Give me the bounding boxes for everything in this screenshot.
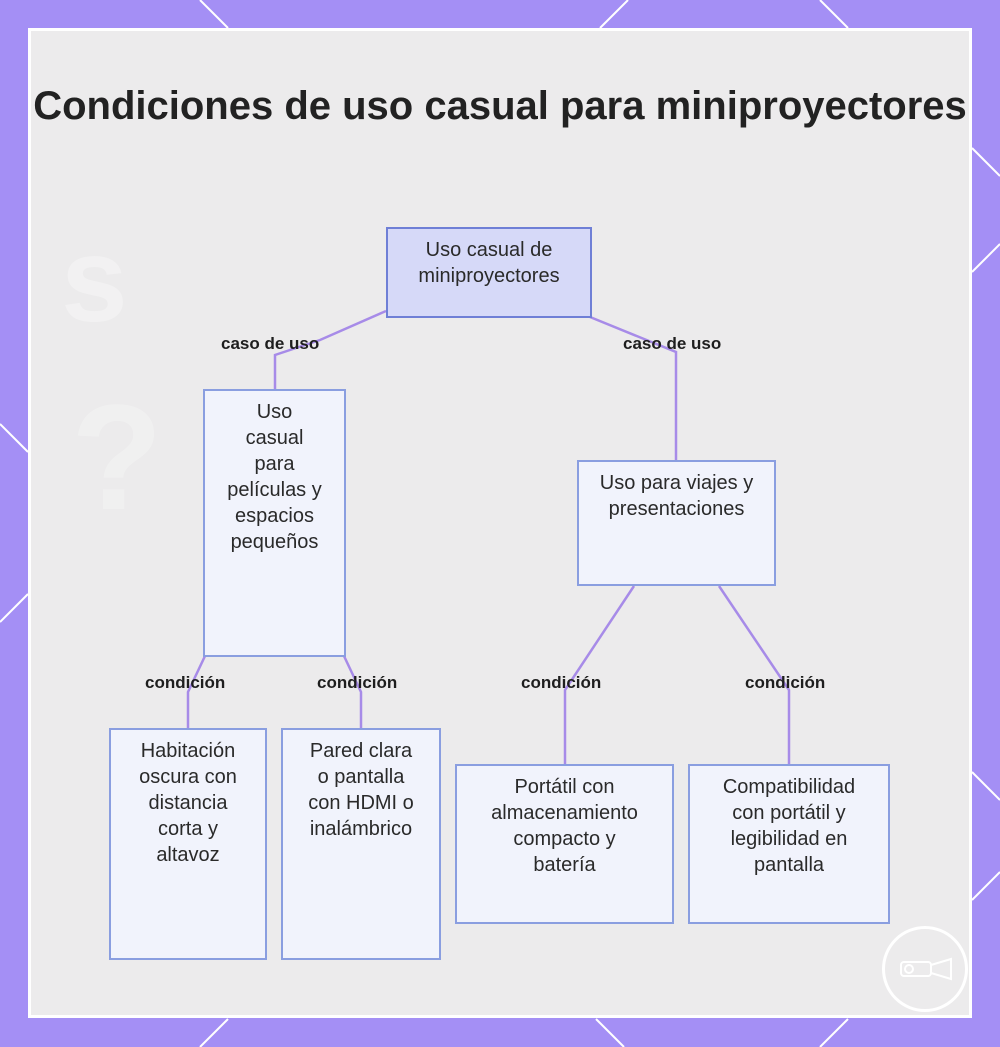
edge-label-use-case-left: caso de uso bbox=[221, 334, 320, 353]
node-wall: Pared clara o pantalla con HDMI o inalám… bbox=[281, 728, 441, 960]
edge-travel-compat bbox=[717, 585, 791, 765]
node-travel: Uso para viajes y presentaciones bbox=[577, 460, 776, 586]
edge-movies-wall bbox=[342, 655, 363, 728]
edge-root-travel bbox=[589, 315, 678, 460]
node-root: Uso casual de miniproyectores bbox=[386, 227, 592, 318]
node-travel-label: Uso para viajes y presentaciones bbox=[599, 472, 754, 520]
edge-label-use-case-right: caso de uso bbox=[623, 334, 722, 353]
node-compat-label: Compatibilidad con portátil y legibilida… bbox=[722, 776, 856, 876]
node-dark-room-label: Habitación oscura con distancia corta y … bbox=[139, 740, 237, 866]
diagram-title: Condiciones de uso casual para miniproye… bbox=[33, 84, 967, 128]
edge-label-condition-4: condición bbox=[745, 673, 826, 692]
edge-label-condition-1: condición bbox=[145, 673, 226, 692]
edge-travel-portable bbox=[563, 585, 636, 765]
node-portable-label: Portátil con almacenamiento compacto y b… bbox=[491, 776, 638, 876]
node-portable: Portátil con almacenamiento compacto y b… bbox=[455, 764, 674, 924]
edge-movies-darkroom bbox=[186, 655, 207, 728]
node-root-label: Uso casual de miniproyectores bbox=[418, 239, 560, 287]
edge-label-condition-2: condición bbox=[317, 673, 398, 692]
node-wall-label: Pared clara o pantalla con HDMI o inalám… bbox=[308, 740, 414, 840]
edge-root-movies bbox=[273, 309, 387, 390]
node-compat: Compatibilidad con portátil y legibilida… bbox=[688, 764, 890, 924]
projector-logo-icon bbox=[882, 926, 968, 1012]
node-movies: Uso casual para películas y espacios peq… bbox=[203, 389, 346, 657]
background-watermark: ? bbox=[71, 373, 163, 541]
node-movies-label: Uso casual para películas y espacios peq… bbox=[227, 401, 322, 553]
node-dark-room: Habitación oscura con distancia corta y … bbox=[109, 728, 267, 960]
edge-label-condition-3: condición bbox=[521, 673, 602, 692]
background-watermark: s bbox=[61, 213, 128, 347]
